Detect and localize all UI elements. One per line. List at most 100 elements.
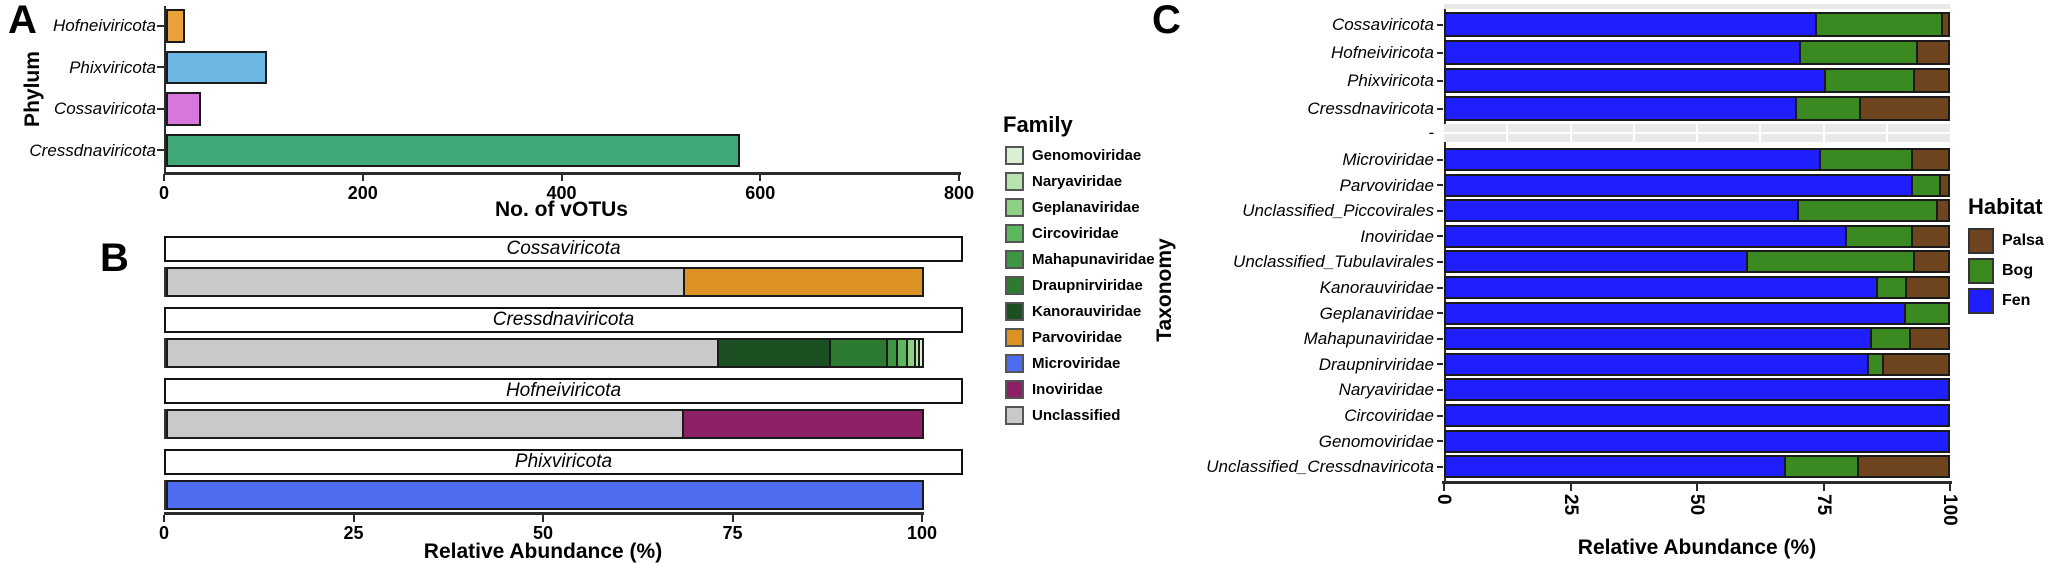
panel-c-segment-fen bbox=[1444, 173, 1914, 197]
panel-b-bar-cressdnaviricota bbox=[164, 338, 924, 368]
panel-c-segment-fen bbox=[1444, 40, 1802, 65]
panel-c-bar-cossaviricota bbox=[1444, 12, 1950, 37]
panel-c-bar-unclassified_cressdnaviricota bbox=[1444, 455, 1950, 479]
panel-b-x-tick-label: 0 bbox=[158, 523, 169, 543]
panel-b-segment-geplanaviridae bbox=[908, 338, 916, 368]
panel-c-y-tick-label: Microviridae bbox=[1342, 150, 1434, 169]
panel-a-bar-hofneiviricota bbox=[166, 9, 185, 43]
family-legend-label: Mahapunaviridae bbox=[1032, 251, 1155, 268]
panel-c-x-tick-label: 50 bbox=[1686, 494, 1707, 516]
panel-a-y-tick bbox=[157, 24, 164, 27]
panel-c-segment-fen bbox=[1444, 404, 1950, 427]
panel-a-x-tick-label: 400 bbox=[546, 183, 577, 203]
panel-c-y-tick-label: Draupnirviridae bbox=[1318, 354, 1434, 374]
panel-c-segment-palsa bbox=[1917, 40, 1950, 65]
panel-b-x-tick bbox=[542, 515, 544, 522]
panel-c-x-tick-label: 75 bbox=[1812, 494, 1834, 516]
family-legend-swatch-circoviridae bbox=[1005, 224, 1024, 243]
panel-b-segment-microviridae bbox=[166, 480, 924, 510]
panel-a-y-tick-label: Hofneiviricota bbox=[53, 16, 156, 35]
panel-b-segment-circoviridae bbox=[898, 338, 909, 368]
panel-c-bar-circoviridae bbox=[1444, 404, 1950, 427]
panel-c-y-tick bbox=[1437, 286, 1443, 289]
family-legend-title: Family bbox=[1003, 112, 1073, 137]
habitat-legend-label: Palsa bbox=[2002, 232, 2044, 249]
panel-c-segment-bog bbox=[1869, 352, 1885, 376]
panel-a-x-tick-label: 0 bbox=[158, 183, 169, 203]
panel-c-x-tick bbox=[1949, 484, 1951, 491]
family-legend-swatch-naryaviridae bbox=[1005, 172, 1024, 191]
panel-b-x-tick bbox=[163, 515, 165, 522]
panel-c-bar-geplanaviridae bbox=[1444, 301, 1950, 325]
panel-b-x-axis bbox=[164, 512, 924, 515]
panel-b-label: B bbox=[100, 236, 129, 280]
panel-c-y-tick bbox=[1437, 209, 1443, 212]
panel-c-x-tick bbox=[1569, 484, 1572, 491]
panel-c-segment-fen bbox=[1444, 429, 1950, 453]
panel-c-segment-bog bbox=[1747, 250, 1916, 274]
panel-c-y-tick bbox=[1437, 260, 1443, 263]
panel-c-segment-bog bbox=[1796, 96, 1862, 121]
panel-c-segment-fen bbox=[1444, 199, 1800, 223]
panel-c-segment-palsa bbox=[1914, 68, 1950, 93]
family-legend-label: Geplanaviridae bbox=[1032, 199, 1140, 216]
panel-c-x-axis-title: Relative Abundance (%) bbox=[1577, 536, 1817, 559]
panel-a-x-axis-title: No. of vOTUs bbox=[494, 198, 628, 221]
panel-c-y-tick-label: Inoviridae bbox=[1360, 226, 1434, 246]
panel-a-label: A bbox=[8, 0, 37, 42]
panel-c-y-tick bbox=[1437, 235, 1443, 238]
panel-a-x-tick-label: 600 bbox=[745, 183, 776, 203]
habitat-legend-swatch-fen bbox=[1968, 288, 1994, 314]
panel-b-strip-phixviricota: Phixviricota bbox=[164, 449, 963, 475]
panel-b-segment-unclassified bbox=[166, 409, 684, 439]
panel-c-segment-fen bbox=[1444, 96, 1797, 121]
panel-c-y-tick bbox=[1437, 388, 1443, 391]
panel-c-y-tick-label: Cressdnaviricota bbox=[1307, 99, 1434, 118]
panel-c-segment-fen bbox=[1444, 276, 1879, 299]
panel-a-x-tick-label: 800 bbox=[943, 183, 975, 203]
panel-a-x-tick bbox=[163, 174, 165, 181]
panel-c-segment-fen bbox=[1444, 301, 1907, 325]
panel-b-x-tick-label: 100 bbox=[906, 523, 938, 543]
panel-b-x-tick-label: 25 bbox=[343, 523, 364, 543]
panel-c-y-tick bbox=[1437, 363, 1443, 366]
panel-c-y-tick-label: Unclassified_Tubulavirales bbox=[1233, 252, 1434, 272]
panel-c-bar-microviridae bbox=[1444, 148, 1950, 171]
panel-a-x-tick bbox=[361, 174, 364, 181]
panel-c-segment-bog bbox=[1826, 68, 1915, 93]
panel-b-segment-unclassified bbox=[166, 267, 686, 297]
panel-c-spacer-label: - bbox=[1428, 123, 1434, 142]
panel-c-segment-bog bbox=[1913, 173, 1941, 197]
panel-b-x-tick-label: 50 bbox=[532, 523, 554, 543]
panel-c-top-band bbox=[1444, 4, 1950, 9]
panel-c-bar-genomoviridae bbox=[1444, 429, 1950, 453]
family-legend-swatch-inoviridae bbox=[1005, 380, 1024, 399]
panel-c-y-tick-label: Naryaviridae bbox=[1338, 380, 1434, 400]
panel-c-segment-palsa bbox=[1858, 455, 1950, 479]
panel-c-x-tick bbox=[1822, 484, 1825, 491]
panel-a-x-tick bbox=[560, 174, 563, 181]
panel-c-y-tick bbox=[1437, 465, 1443, 468]
family-legend-label: Draupnirviridae bbox=[1032, 277, 1143, 294]
panel-c-segment-bog bbox=[1816, 12, 1943, 37]
family-legend-swatch-parvoviridae bbox=[1005, 328, 1024, 347]
panel-c-segment-fen bbox=[1444, 224, 1848, 248]
panel-b-strip-hofneiviricota: Hofneiviricota bbox=[164, 378, 963, 404]
panel-b-bar-phixviricota bbox=[164, 480, 924, 510]
family-legend-swatch-mahapunaviridae bbox=[1005, 250, 1024, 269]
panel-a-bar-phixviricota bbox=[166, 50, 268, 84]
family-legend-label: Circoviridae bbox=[1032, 225, 1119, 242]
panel-b-bar-hofneiviricota bbox=[164, 409, 924, 439]
habitat-legend-label: Fen bbox=[2002, 292, 2031, 309]
family-legend-label: Naryaviridae bbox=[1032, 173, 1123, 190]
family-legend-label: Inoviridae bbox=[1032, 381, 1103, 398]
panel-c-segment-bog bbox=[1821, 148, 1913, 171]
panel-c-y-tick-label: Phixviricota bbox=[1347, 71, 1434, 90]
panel-c-segment-palsa bbox=[1861, 96, 1950, 121]
panel-c-y-tick bbox=[1437, 414, 1443, 417]
panel-c-y-tick-label: Genomoviridae bbox=[1318, 431, 1434, 451]
panel-c-segment-palsa bbox=[1912, 224, 1950, 248]
panel-c-segment-palsa bbox=[1911, 327, 1950, 351]
panel-a-y-tick-label: Cressdnaviricota bbox=[29, 140, 156, 160]
